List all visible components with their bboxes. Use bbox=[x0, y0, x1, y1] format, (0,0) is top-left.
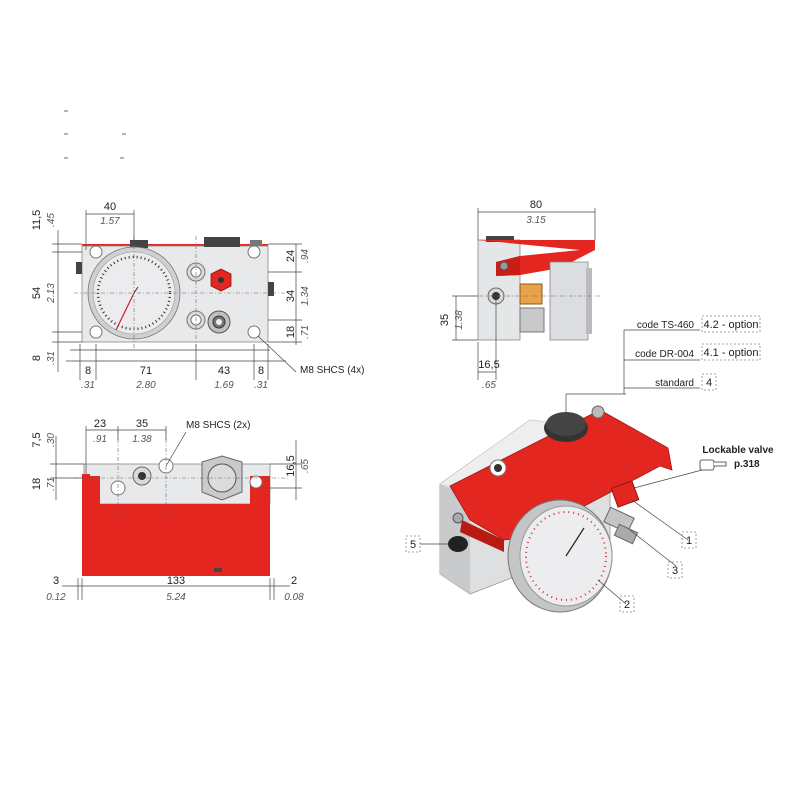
dim-8b: 8 bbox=[258, 365, 264, 377]
dim-35: 35 bbox=[439, 314, 451, 326]
dim-43-inch: 1.69 bbox=[214, 380, 234, 391]
front-dimension-lines bbox=[52, 210, 302, 380]
dim-2: 2 bbox=[291, 575, 297, 587]
dim-54-inch: 2.13 bbox=[46, 283, 57, 304]
dim-35b: 35 bbox=[136, 418, 148, 430]
dim-2-inch: 0.08 bbox=[284, 592, 304, 603]
dim-54: 54 bbox=[31, 287, 43, 299]
code-label-3: standard bbox=[655, 378, 694, 389]
dim-34-inch: 1.34 bbox=[300, 286, 311, 306]
dim-7-5: 7,5 bbox=[31, 432, 43, 447]
code-value-2: 4.1 - option bbox=[703, 347, 758, 359]
dim-3: 3 bbox=[53, 575, 59, 587]
front-dim-texts: 40 1.57 8 .31 71 2.80 43 1.69 8 .31 11,5… bbox=[31, 201, 364, 391]
page-ref: p.318 bbox=[734, 459, 760, 470]
dim-8b-inch: .31 bbox=[254, 380, 268, 391]
iso-view bbox=[439, 405, 673, 613]
dim-8c-inch: .31 bbox=[46, 351, 57, 365]
dim-133: 133 bbox=[167, 575, 185, 587]
dim-18b-inch: .71 bbox=[46, 477, 57, 491]
dim-24-inch: .94 bbox=[300, 249, 311, 263]
dim-35-inch: 1.38 bbox=[454, 310, 465, 330]
dim-7-5-inch: .30 bbox=[46, 433, 57, 447]
code-value-1: 4.2 - option bbox=[703, 319, 758, 331]
dim-8c: 8 bbox=[31, 355, 43, 361]
hand-pointer-icon bbox=[699, 459, 727, 471]
dim-133-inch: 5.24 bbox=[166, 592, 186, 603]
code-value-3: 4 bbox=[706, 377, 712, 389]
bottom-dimension-lines bbox=[50, 426, 302, 600]
balloons: 1 2 3 5 bbox=[405, 531, 697, 613]
dim-80: 80 bbox=[530, 199, 542, 211]
dim-16-5b-inch: .65 bbox=[300, 459, 311, 473]
dim-16-5-inch: .65 bbox=[482, 380, 496, 391]
lockable-valve-label: Lockable valve bbox=[702, 445, 774, 456]
iso-leaders bbox=[420, 329, 703, 605]
code-label-1: code TS-460 bbox=[637, 320, 695, 331]
dim-18: 18 bbox=[285, 326, 297, 338]
bottom-view bbox=[74, 430, 290, 576]
front-view bbox=[74, 236, 290, 350]
dim-34: 34 bbox=[285, 290, 297, 302]
dim-16-5: 16,5 bbox=[478, 359, 499, 371]
dim-3-inch: 0.12 bbox=[46, 592, 66, 603]
dim-11-5: 11,5 bbox=[31, 210, 43, 231]
dim-43: 43 bbox=[218, 365, 230, 377]
code-boxes: code TS-460 4.2 - option code DR-004 4.1… bbox=[635, 315, 761, 391]
balloon-3: 3 bbox=[672, 565, 678, 577]
dim-71-inch: 2.80 bbox=[135, 380, 156, 391]
side-view bbox=[470, 236, 600, 341]
dim-23-inch: .91 bbox=[93, 434, 107, 445]
balloon-1: 1 bbox=[686, 535, 692, 547]
dim-8a-inch: .31 bbox=[81, 380, 95, 391]
dim-23: 23 bbox=[94, 418, 106, 430]
side-dim-texts: 80 3.15 35 1.38 16,5 .65 bbox=[439, 199, 546, 391]
dim-35b-inch: 1.38 bbox=[132, 434, 152, 445]
dim-18b: 18 bbox=[31, 478, 43, 490]
dim-18-inch: .71 bbox=[300, 325, 311, 339]
dim-71: 71 bbox=[140, 365, 152, 377]
dim-11-5-inch: .45 bbox=[46, 213, 57, 227]
bottom-dim-texts: 23 .91 35 1.38 M8 SHCS (2x) 7,5 .30 18 .… bbox=[31, 418, 311, 603]
margin-marks bbox=[64, 110, 126, 159]
code-label-2: code DR-004 bbox=[635, 349, 694, 360]
dim-40: 40 bbox=[104, 201, 116, 213]
lockable-valve-note: Lockable valve p.318 bbox=[699, 445, 774, 471]
dim-80-inch: 3.15 bbox=[526, 215, 546, 226]
callout-m8-4x: M8 SHCS (4x) bbox=[300, 365, 364, 376]
balloon-2: 2 bbox=[624, 599, 630, 611]
dim-40-inch: 1.57 bbox=[100, 216, 120, 227]
dim-16-5b: 16,5 bbox=[285, 455, 297, 476]
side-dimension-lines bbox=[452, 208, 596, 380]
balloon-5: 5 bbox=[410, 539, 416, 551]
callout-m8-2x: M8 SHCS (2x) bbox=[186, 420, 250, 431]
dim-8a: 8 bbox=[85, 365, 91, 377]
dim-24: 24 bbox=[285, 250, 297, 262]
